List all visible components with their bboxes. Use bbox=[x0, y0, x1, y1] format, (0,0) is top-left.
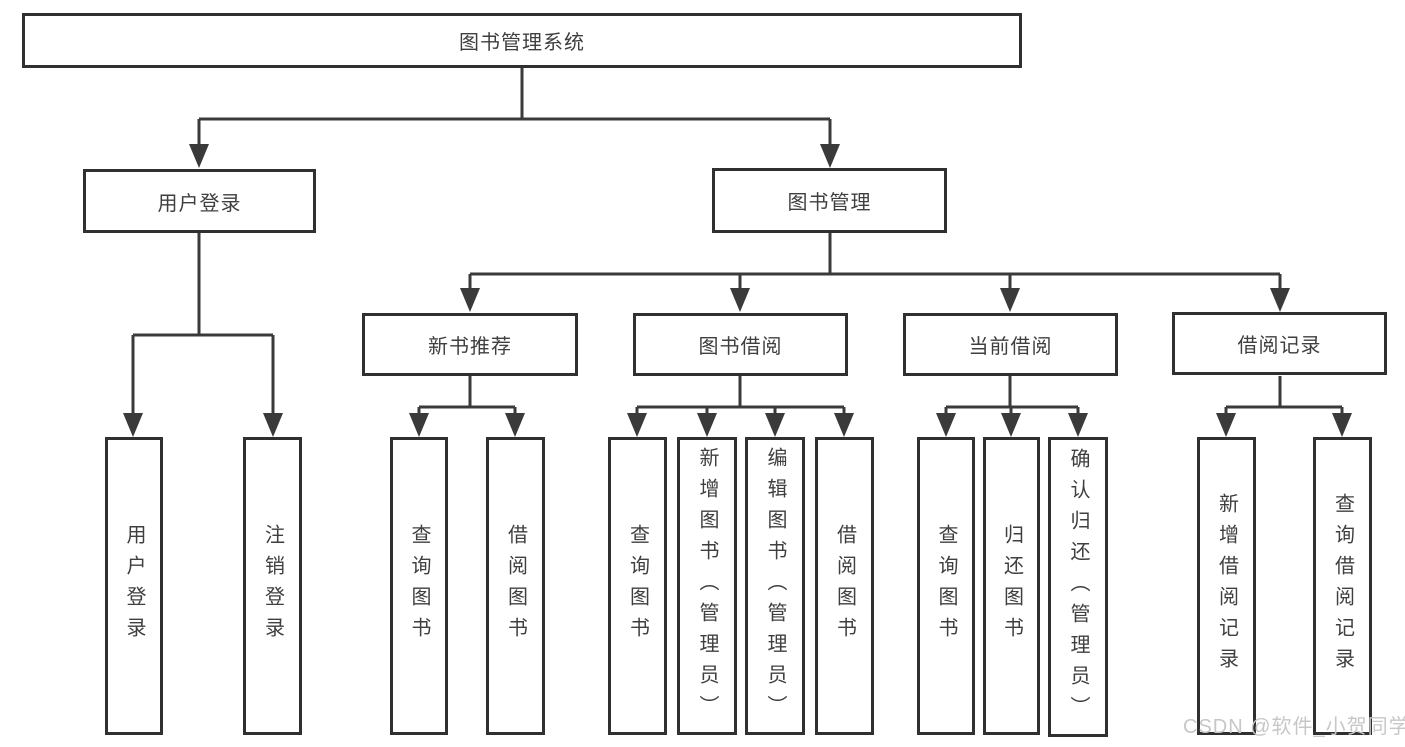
node-current-borrowing: 当前借阅 bbox=[903, 313, 1118, 376]
leaf-confirm-return-admin-label: 确认归还（管理员） bbox=[1067, 447, 1089, 727]
node-current-borrowing-label: 当前借阅 bbox=[968, 336, 1053, 358]
leaf-add-borrow-record-label: 新增借阅记录 bbox=[1215, 493, 1238, 679]
leaf-user-login: 用户登录 bbox=[105, 437, 163, 735]
node-user-login-label: 用户登录 bbox=[157, 192, 242, 215]
node-new-book-recommend: 新书推荐 bbox=[362, 313, 578, 376]
leaf-borrow-books-borrowing-label: 借阅图书 bbox=[833, 524, 856, 648]
csdn-watermark: CSDN @软件_小贺同学 bbox=[1183, 716, 1405, 738]
leaf-confirm-return-admin: 确认归还（管理员） bbox=[1048, 437, 1108, 737]
node-book-borrowing-label: 图书借阅 bbox=[698, 336, 783, 358]
node-book-management-label: 图书管理 bbox=[787, 192, 872, 214]
leaf-add-book-admin-label: 新增图书（管理员） bbox=[696, 446, 718, 726]
leaf-edit-book-admin-label: 编辑图书（管理员） bbox=[764, 446, 786, 726]
node-user-login: 用户登录 bbox=[83, 169, 316, 233]
leaf-borrow-books-recommend: 借阅图书 bbox=[486, 437, 545, 735]
leaf-add-book-admin: 新增图书（管理员） bbox=[677, 437, 737, 735]
node-borrow-records: 借阅记录 bbox=[1172, 312, 1387, 375]
leaf-return-book-label: 归还图书 bbox=[1000, 524, 1023, 648]
leaf-query-borrow-record-label: 查询借阅记录 bbox=[1331, 493, 1354, 679]
node-book-borrowing: 图书借阅 bbox=[633, 313, 848, 376]
leaf-logout: 注销登录 bbox=[243, 437, 302, 735]
leaf-query-books-borrowing-label: 查询图书 bbox=[626, 524, 649, 648]
leaf-query-books-current-label: 查询图书 bbox=[935, 524, 957, 648]
leaf-borrow-books-borrowing: 借阅图书 bbox=[815, 437, 874, 735]
leaf-query-books-recommend: 查询图书 bbox=[390, 437, 448, 735]
leaf-borrow-books-recommend-label: 借阅图书 bbox=[504, 524, 527, 648]
arrowheads bbox=[123, 144, 1352, 437]
leaf-add-borrow-record: 新增借阅记录 bbox=[1197, 437, 1256, 735]
leaf-query-borrow-record: 查询借阅记录 bbox=[1313, 437, 1372, 735]
leaf-edit-book-admin: 编辑图书（管理员） bbox=[745, 437, 805, 735]
leaf-query-books-current: 查询图书 bbox=[917, 437, 975, 735]
leaf-query-books-recommend-label: 查询图书 bbox=[408, 524, 430, 648]
node-book-management: 图书管理 bbox=[712, 168, 947, 233]
node-new-book-recommend-label: 新书推荐 bbox=[428, 336, 512, 358]
leaf-return-book: 归还图书 bbox=[983, 437, 1040, 735]
leaf-user-login-label: 用户登录 bbox=[123, 524, 145, 648]
node-root-system: 图书管理系统 bbox=[22, 13, 1022, 68]
node-root-label: 图书管理系统 bbox=[459, 32, 585, 54]
node-borrow-records-label: 借阅记录 bbox=[1237, 335, 1322, 357]
leaf-query-books-borrowing: 查询图书 bbox=[608, 437, 667, 735]
leaf-logout-label: 注销登录 bbox=[261, 524, 284, 648]
